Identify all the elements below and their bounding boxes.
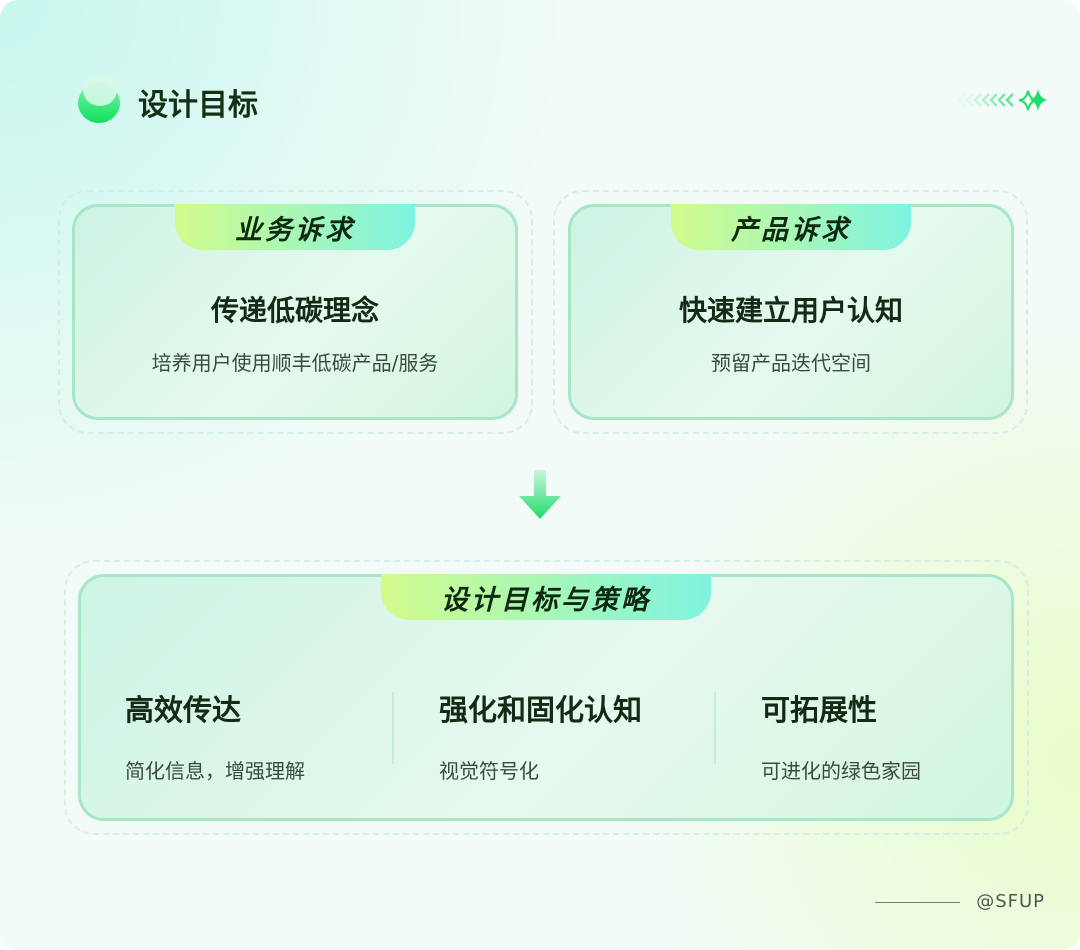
card-tab: 产品诉求 <box>671 204 911 250</box>
strategy-column: 强化和固化认知视觉符号化 <box>439 687 642 784</box>
divider <box>392 692 394 764</box>
sparkle-chevrons-icon <box>957 89 1048 111</box>
business-needs-card: 业务诉求 传递低碳理念 培养用户使用顺丰低碳产品/服务 <box>72 204 518 420</box>
card-heading: 快速建立用户认知 <box>678 294 903 327</box>
arrow-down-icon <box>519 470 561 519</box>
card-subtitle: 培养用户使用顺丰低碳产品/服务 <box>151 351 439 375</box>
column-heading: 可拓展性 <box>761 693 878 727</box>
column-subtitle: 视觉符号化 <box>439 759 539 783</box>
card-tab: 业务诉求 <box>175 204 415 250</box>
card-outline <box>553 190 1028 434</box>
credit-divider <box>875 902 960 903</box>
page-title: 设计目标 <box>138 88 258 123</box>
column-heading: 高效传达 <box>125 693 242 727</box>
column-heading: 强化和固化认知 <box>439 693 643 727</box>
divider <box>714 692 716 764</box>
strategy-column: 可拓展性可进化的绿色家园 <box>761 687 921 784</box>
card-subtitle: 预留产品迭代空间 <box>711 351 871 375</box>
card-heading: 传递低碳理念 <box>210 294 379 327</box>
title-bubble-icon <box>78 74 120 123</box>
strategy-tab: 设计目标与策略 <box>381 574 711 620</box>
strategy-card: 设计目标与策略 高效传达简化信息，增强理解 强化和固化认知视觉符号化 可拓展性可… <box>78 574 1014 821</box>
card-outline <box>58 190 533 434</box>
strategy-column: 高效传达简化信息，增强理解 <box>125 687 305 784</box>
credit: @SFUP <box>976 891 1045 912</box>
product-needs-card: 产品诉求 快速建立用户认知 预留产品迭代空间 <box>568 204 1014 420</box>
column-subtitle: 可进化的绿色家园 <box>761 759 921 783</box>
column-subtitle: 简化信息，增强理解 <box>125 759 305 783</box>
strategy-outline <box>64 560 1029 835</box>
